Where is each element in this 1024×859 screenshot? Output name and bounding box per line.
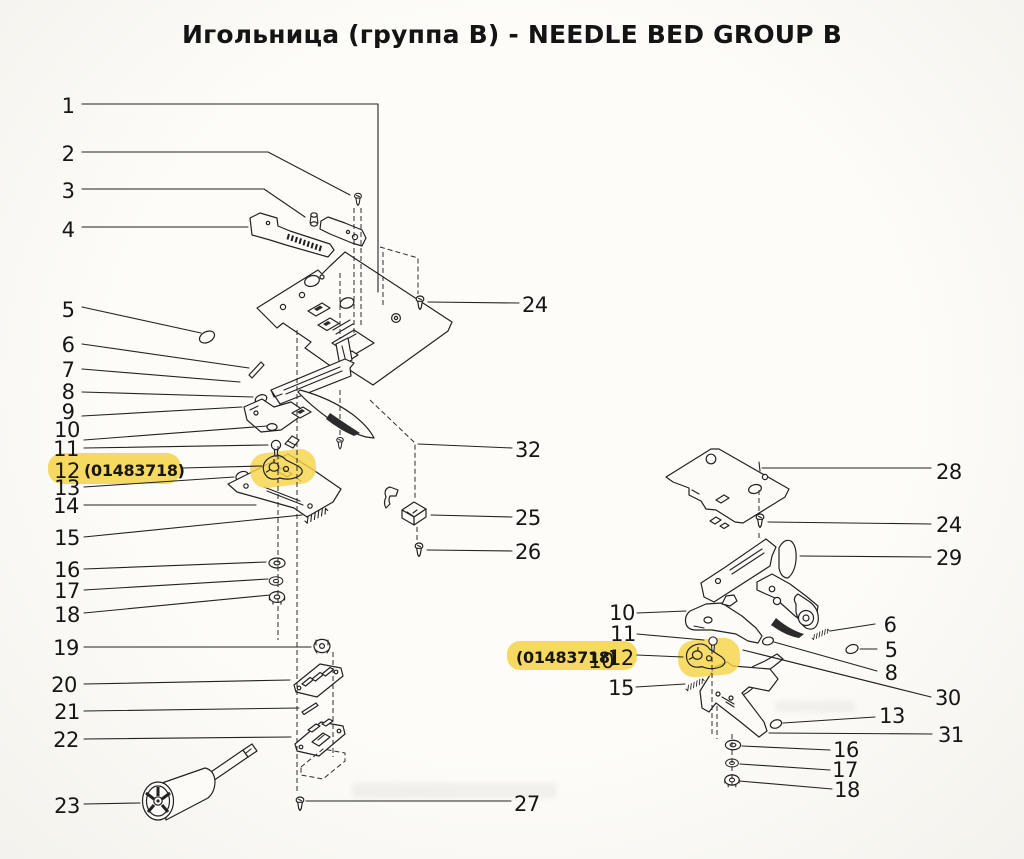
callout-11: 11 bbox=[53, 437, 79, 461]
callout-10: 10 bbox=[54, 418, 80, 442]
leader-lines bbox=[81, 103, 933, 805]
part-16-washer-right bbox=[724, 739, 742, 751]
callout-23: 23 bbox=[54, 794, 80, 818]
part-21-pin bbox=[301, 702, 319, 716]
part-10-bracket-right bbox=[684, 594, 763, 644]
part-22-phantom-outline bbox=[300, 748, 346, 780]
callout-26: 26 bbox=[515, 540, 541, 564]
part-10-clip-block bbox=[291, 406, 312, 419]
part-17-washer bbox=[268, 576, 284, 586]
part-18-nut bbox=[268, 590, 286, 605]
highlight-label-left bbox=[48, 453, 181, 484]
callout-21: 21 bbox=[54, 700, 80, 724]
callout-18: 18 bbox=[54, 603, 80, 627]
part-13-oval-right bbox=[769, 719, 783, 729]
callout-10-right: 10 bbox=[609, 601, 635, 625]
part-mid-screw bbox=[336, 436, 344, 450]
part-code-right: (01483718) bbox=[516, 648, 617, 667]
part-2-screw bbox=[354, 192, 362, 206]
page-title: Игольница (группа В) - NEEDLE BED GROUP … bbox=[182, 20, 842, 49]
callout-14: 14 bbox=[53, 494, 79, 518]
callout-11-right: 11 bbox=[610, 622, 636, 646]
callout-3: 3 bbox=[62, 179, 75, 203]
callout-29: 29 bbox=[936, 546, 962, 570]
callout-6-right: 6 bbox=[884, 613, 897, 637]
callout-6: 6 bbox=[62, 333, 75, 357]
part-25-clamp bbox=[383, 486, 427, 526]
part-27-screw bbox=[295, 796, 305, 812]
callout-7: 7 bbox=[62, 358, 75, 382]
callout-2: 2 bbox=[62, 142, 75, 166]
callout-16: 16 bbox=[54, 558, 80, 582]
callout-15: 15 bbox=[54, 526, 80, 550]
part-7-slide-bar bbox=[270, 337, 375, 439]
part-1-needle-bed-plate bbox=[256, 251, 453, 386]
callout-4: 4 bbox=[62, 218, 75, 242]
callout-27: 27 bbox=[514, 792, 540, 816]
callout-18-right: 18 bbox=[834, 778, 860, 802]
callout-24-top: 24 bbox=[522, 293, 548, 317]
projection-lines bbox=[277, 208, 760, 792]
callout-25: 25 bbox=[515, 506, 541, 530]
callout-labels-right-bracket: 10 11 15 bbox=[608, 601, 636, 700]
part-26-screw bbox=[414, 542, 424, 558]
part-4-needle-presser-plate bbox=[249, 212, 367, 258]
callout-24-right: 24 bbox=[936, 513, 962, 537]
part-8-oval-right bbox=[761, 636, 775, 646]
part-20-plate bbox=[293, 663, 344, 698]
callout-8-right: 8 bbox=[885, 661, 898, 685]
callout-19: 19 bbox=[53, 636, 79, 660]
callout-1: 1 bbox=[62, 94, 75, 118]
part-28-cover-plate bbox=[665, 448, 790, 530]
part-drawings bbox=[141, 192, 859, 821]
callout-30: 30 bbox=[935, 686, 961, 710]
part-23-handle-tool bbox=[141, 743, 258, 821]
callout-15-right: 15 bbox=[608, 676, 634, 700]
callout-28: 28 bbox=[936, 460, 962, 484]
part-6-spring-right bbox=[810, 627, 831, 641]
part-11-clip-line bbox=[287, 440, 296, 446]
callout-17-right: 17 bbox=[832, 758, 858, 782]
part-29-carriage-arm bbox=[700, 538, 819, 638]
callout-20: 20 bbox=[51, 673, 77, 697]
leader-lines-right-bracket bbox=[635, 610, 706, 692]
part-code-left: (01483718) bbox=[84, 461, 185, 480]
callout-12-right: 12 bbox=[608, 646, 634, 670]
callout-16-right: 16 bbox=[833, 738, 859, 762]
callout-labels: 1 2 3 4 5 6 7 8 9 10 11 12 (01483718) 13… bbox=[51, 94, 964, 818]
part-19-star-nut bbox=[313, 638, 331, 654]
part-5-oval bbox=[198, 330, 216, 344]
highlight-marks bbox=[48, 448, 741, 678]
callout-12: 12 bbox=[54, 459, 80, 483]
callout-5-right: 5 bbox=[885, 638, 898, 662]
part-22-plate bbox=[294, 718, 346, 757]
callout-13-right: 13 bbox=[879, 704, 905, 728]
part-24-screw-right bbox=[755, 513, 765, 529]
callout-13: 13 bbox=[54, 476, 80, 500]
part-3-stud bbox=[309, 212, 319, 227]
callout-9: 9 bbox=[62, 400, 75, 424]
part-11-clip bbox=[284, 435, 300, 449]
callout-31: 31 bbox=[938, 723, 964, 747]
part-16-washer bbox=[268, 557, 286, 569]
callout-22: 22 bbox=[53, 728, 79, 752]
scan-artifact bbox=[775, 701, 855, 712]
callout-8: 8 bbox=[62, 380, 75, 404]
highlight-label-right bbox=[507, 641, 637, 670]
callout-5: 5 bbox=[62, 298, 75, 322]
part-5-oval-right bbox=[845, 643, 859, 655]
callout-32: 32 bbox=[515, 438, 541, 462]
callout-17: 17 bbox=[54, 579, 80, 603]
highlight-part-right bbox=[677, 637, 741, 678]
callout-10-right: 10 bbox=[588, 649, 614, 673]
scan-artifact bbox=[352, 783, 557, 798]
part-6-pin bbox=[248, 361, 265, 379]
